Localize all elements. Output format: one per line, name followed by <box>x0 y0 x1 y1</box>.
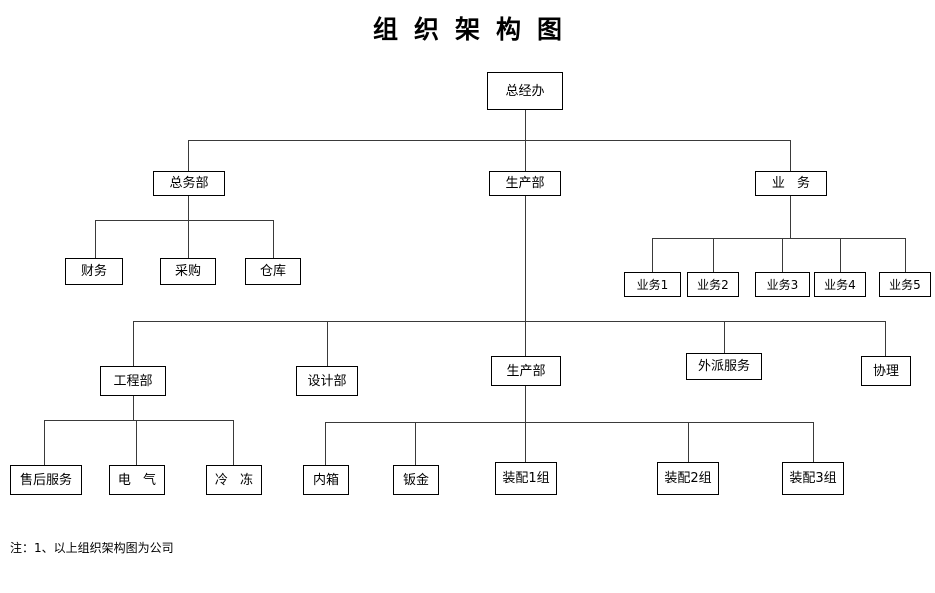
node-assistant-manager[interactable]: 协理 <box>861 356 911 386</box>
node-engineering-label: 工程部 <box>113 373 153 389</box>
connector-to-purchasing <box>188 220 189 258</box>
connector-general-affairs-bus <box>95 220 274 221</box>
node-production-l2[interactable]: 生产部 <box>489 171 561 196</box>
connector-business-stem <box>790 196 791 238</box>
node-general-affairs-label: 总务部 <box>169 176 209 191</box>
connector-to-assembly-3 <box>813 422 814 465</box>
node-electrical-label: 电 气 <box>117 472 161 488</box>
node-business-5[interactable]: 业务5 <box>879 272 931 297</box>
connector-to-sheet-metal <box>415 422 416 465</box>
connector-to-warehouse <box>273 220 274 258</box>
node-purchasing[interactable]: 采购 <box>160 258 216 285</box>
node-business-4-label: 业务4 <box>824 277 856 292</box>
connector-to-business-4 <box>840 238 841 272</box>
footnote: 注：1、以上组织架构图为公司 <box>10 541 174 555</box>
node-root-label: 总经办 <box>505 83 545 99</box>
node-assembly-3-label: 装配3组 <box>789 471 837 486</box>
connector-production-l4-stem <box>525 386 526 422</box>
node-outsourced-service-label: 外派服务 <box>697 359 750 374</box>
connector-engineering-bus <box>44 420 234 421</box>
node-inner-case-label: 内箱 <box>312 472 339 488</box>
node-root[interactable]: 总经办 <box>487 72 563 110</box>
node-business-2-label: 业务2 <box>697 277 729 292</box>
connector-general-affairs-stem <box>188 196 189 220</box>
connector-to-finance <box>95 220 96 258</box>
node-sheet-metal[interactable]: 钣金 <box>393 465 439 495</box>
connector-level2-bus <box>188 140 791 141</box>
node-business[interactable]: 业 务 <box>755 171 827 196</box>
node-sheet-metal-label: 钣金 <box>402 472 429 488</box>
node-assembly-2[interactable]: 装配2组 <box>657 462 719 495</box>
node-after-sales[interactable]: 售后服务 <box>10 465 82 495</box>
node-design-label: 设计部 <box>307 373 347 389</box>
connector-to-production-l2 <box>525 140 526 171</box>
connector-to-refrigeration <box>233 420 234 465</box>
node-production-l4[interactable]: 生产部 <box>491 356 561 386</box>
connector-to-outsourced-service <box>724 321 725 353</box>
node-after-sales-label: 售后服务 <box>19 472 72 488</box>
node-assistant-manager-label: 协理 <box>872 363 899 379</box>
connector-root-stem <box>525 110 526 140</box>
node-purchasing-label: 采购 <box>174 264 201 279</box>
node-business-4[interactable]: 业务4 <box>814 272 866 297</box>
node-business-1[interactable]: 业务1 <box>624 272 681 297</box>
node-assembly-3[interactable]: 装配3组 <box>782 462 844 495</box>
node-warehouse[interactable]: 仓库 <box>245 258 301 285</box>
node-warehouse-label: 仓库 <box>259 264 286 279</box>
node-business-3[interactable]: 业务3 <box>755 272 810 297</box>
node-finance-label: 财务 <box>80 264 107 279</box>
connector-to-engineering <box>133 321 134 366</box>
node-business-1-label: 业务1 <box>636 277 669 292</box>
node-refrigeration-label: 冷 冻 <box>214 472 258 488</box>
connector-to-business-5 <box>905 238 906 272</box>
node-refrigeration[interactable]: 冷 冻 <box>206 465 262 495</box>
node-inner-case[interactable]: 内箱 <box>303 465 349 495</box>
node-outsourced-service[interactable]: 外派服务 <box>686 353 762 380</box>
node-business-5-label: 业务5 <box>889 277 921 292</box>
connector-to-after-sales <box>44 420 45 465</box>
connector-business-bus <box>652 238 906 239</box>
node-assembly-1[interactable]: 装配1组 <box>495 462 557 495</box>
node-production-l2-label: 生产部 <box>505 176 545 191</box>
node-general-affairs[interactable]: 总务部 <box>153 171 225 196</box>
connector-to-production-l4 <box>525 321 526 356</box>
node-electrical[interactable]: 电 气 <box>109 465 165 495</box>
connector-to-business-2 <box>713 238 714 272</box>
node-design[interactable]: 设计部 <box>296 366 358 396</box>
connector-to-business <box>790 140 791 171</box>
node-assembly-1-label: 装配1组 <box>502 471 550 486</box>
connector-to-inner-case <box>325 422 326 465</box>
connector-to-business-3 <box>782 238 783 272</box>
connector-to-assembly-1 <box>525 422 526 465</box>
node-business-label: 业 务 <box>771 176 815 191</box>
connector-to-general-affairs <box>188 140 189 171</box>
node-production-l4-label: 生产部 <box>506 363 546 379</box>
node-engineering[interactable]: 工程部 <box>100 366 166 396</box>
node-business-2[interactable]: 业务2 <box>687 272 739 297</box>
connector-production-l4-bus <box>325 422 813 423</box>
node-business-3-label: 业务3 <box>766 277 799 292</box>
connector-to-design <box>327 321 328 366</box>
connector-to-assembly-2 <box>688 422 689 465</box>
connector-to-assistant-manager <box>885 321 886 356</box>
connector-to-business-1 <box>652 238 653 272</box>
page-title: 组织架构图 <box>372 15 578 44</box>
node-finance[interactable]: 财务 <box>65 258 123 285</box>
connector-to-electrical <box>136 420 137 465</box>
connector-production-l2-stem <box>525 196 526 321</box>
connector-level4-bus <box>133 321 886 322</box>
node-assembly-2-label: 装配2组 <box>664 471 712 486</box>
connector-engineering-stem <box>133 396 134 420</box>
